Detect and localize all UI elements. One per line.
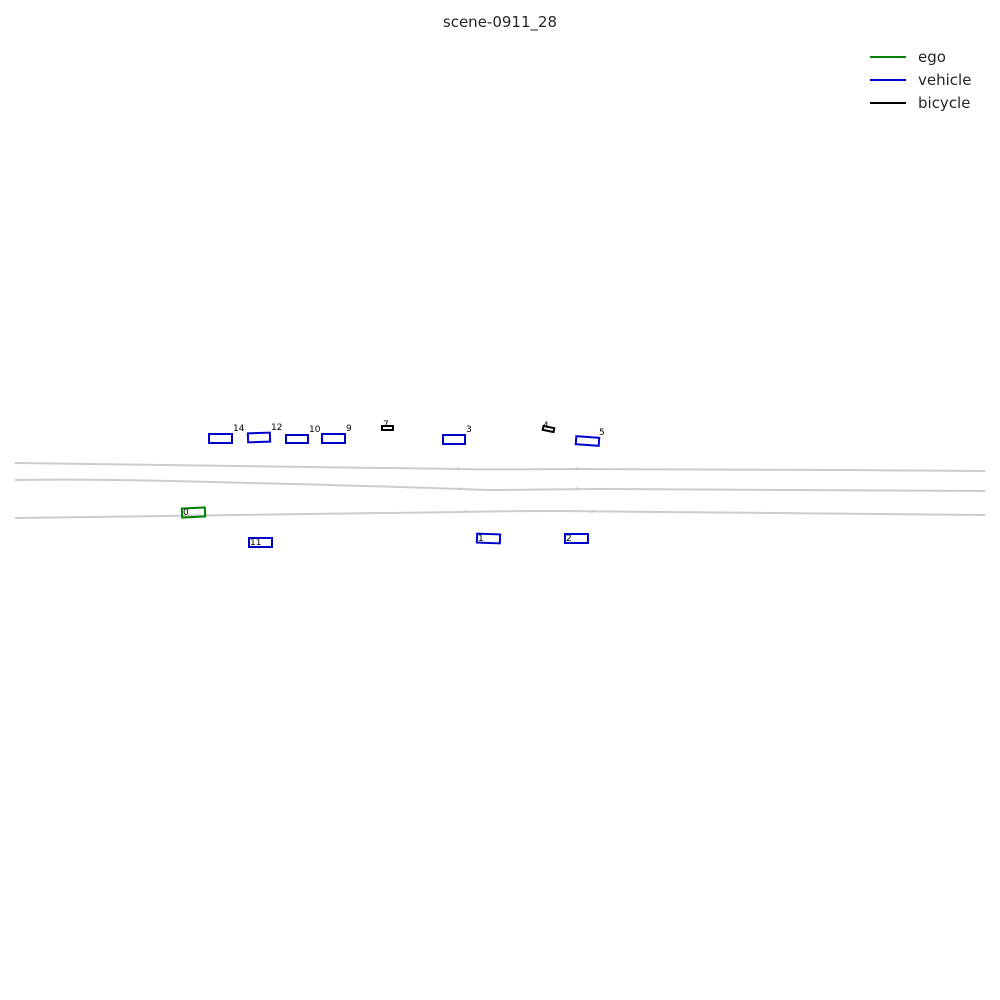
vehicle-box-5 [574,435,601,447]
legend-bicycle-label: bicycle [918,94,970,112]
vehicle-box-2 [564,533,589,544]
bicycle-box-4 [541,424,556,434]
lane-line-bottom [14,509,986,519]
vehicle-box-14 [208,433,233,444]
agent-label-3: 3 [466,425,472,435]
agent-label-5: 5 [599,428,605,438]
agent-label-11: 11 [250,538,261,548]
agent-label-12: 12 [271,423,282,433]
agent-label-9: 9 [346,424,352,434]
agent-label-7: 7 [383,420,389,430]
vehicle-box-11 [248,537,273,548]
agent-label-10: 10 [309,425,321,435]
lane-line-middle [14,478,986,492]
legend: ego vehicle bicycle [870,48,971,112]
ego-box [180,506,207,519]
agent-label-0: 0 [183,508,189,518]
legend-ego-label: ego [918,48,946,66]
lane-lines [14,462,986,519]
vehicle-box-3 [442,434,466,445]
vehicle-box-1 [475,532,502,545]
vehicle-box-10 [285,434,309,444]
plot-title: scene-0911_28 [443,13,557,32]
vehicle-box-12 [246,431,272,444]
vehicle-box-9 [321,433,346,444]
agent-label-4: 4 [543,421,549,431]
agents: 0 14 12 10 9 7 3 4 5 11 1 2 [180,420,605,548]
agent-label-1: 1 [478,534,484,544]
agent-label-14: 14 [233,424,245,434]
agent-label-2: 2 [566,534,572,544]
legend-vehicle-label: vehicle [918,71,971,89]
bicycle-box-7 [381,425,394,431]
lane-line-top [14,462,986,472]
